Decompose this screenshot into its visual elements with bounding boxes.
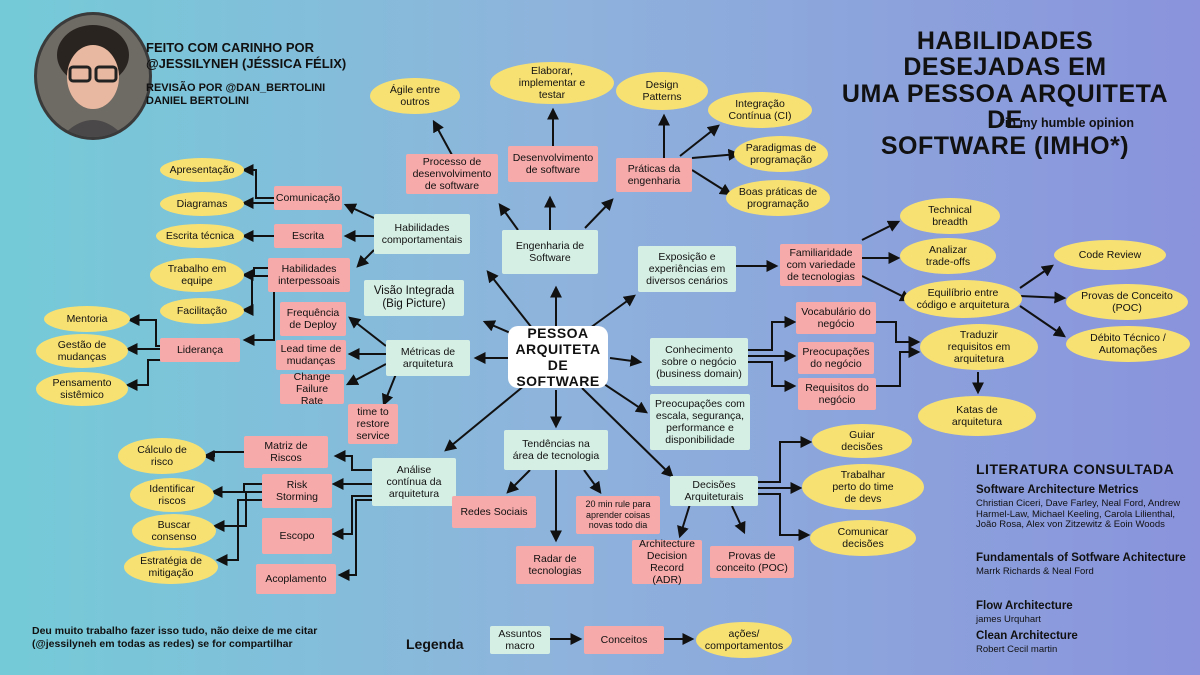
action-integracao-continua: Integração Contínua (CI)	[708, 92, 812, 128]
book-authors: Robert Cecil martin	[976, 643, 1058, 655]
macro-metricas: Métricas de arquitetura	[386, 340, 470, 376]
action-equilibrio: Equilíbrio entre código e arquitetura	[904, 280, 1022, 318]
concept-escrita: Escrita	[274, 224, 342, 248]
concept-poc: Provas de conceito (POC)	[710, 546, 794, 578]
legend-action: ações/ comportamentos	[696, 622, 792, 658]
action-agile: Ágile entre outros	[370, 78, 460, 114]
macro-engenharia-software: Engenharia de Software	[502, 230, 598, 274]
literature-book: Flow Architecture james Urquhart	[976, 600, 1186, 626]
concept-20-min-rule: 20 min rule para aprender coisas novas t…	[576, 496, 660, 534]
legend-macro: Assuntos macro	[490, 626, 550, 654]
book-title: Fundamentals of Sotfware Achitecture	[976, 552, 1186, 564]
share-note: Deu muito trabalho fazer isso tudo, não …	[32, 625, 318, 650]
concept-comunicacao: Comunicação	[274, 186, 342, 210]
concept-change-failure: Change Failure Rate	[280, 371, 344, 407]
concept-escopo: Escopo	[262, 518, 332, 554]
concept-praticas: Práticas da engenharia	[616, 158, 692, 192]
macro-analise: Análise contínua da arquitetura	[372, 458, 456, 506]
action-mentoria: Mentoria	[44, 306, 130, 332]
book-title: Clean Architecture	[976, 630, 1078, 642]
author-avatar	[34, 12, 152, 140]
literature-book: Software Architecture Metrics Christian …	[976, 484, 1186, 531]
page-subtitle: *in my humble opinion	[1000, 116, 1135, 130]
literature-book: Fundamentals of Sotfware Achitecture Mar…	[976, 552, 1186, 578]
concept-vocabulario: Vocabulário do negócio	[796, 302, 876, 334]
concept-time-restore: time to restore service	[348, 404, 398, 444]
book-authors: Marrk Richards & Neal Ford	[976, 565, 1094, 577]
action-guiar-decisoes: Guiar decisões	[812, 424, 912, 458]
concept-matriz-riscos: Matriz de Riscos	[244, 436, 328, 468]
concept-desenvolvimento: Desenvolvimento de software	[508, 146, 598, 182]
action-pensamento-sistemico: Pensamento sistêmico	[36, 372, 128, 406]
concept-acoplamento: Acoplamento	[256, 564, 336, 594]
action-comunicar-decisoes: Comunicar decisões	[810, 520, 916, 556]
action-identificar-riscos: Identificar riscos	[130, 478, 214, 512]
concept-risk-storming: Risk Storming	[262, 474, 332, 508]
action-code-review: Code Review	[1054, 240, 1166, 270]
legend-label: Legenda	[406, 636, 464, 652]
concept-processo: Processo de desenvolvimento de software	[406, 154, 498, 194]
action-calculo-risco: Cálculo de risco	[118, 438, 206, 474]
literature-heading: LITERATURA CONSULTADA	[976, 461, 1175, 477]
action-trabalhar-perto: Trabalhar perto do time de devs	[802, 464, 924, 510]
macro-exposicao: Exposição e experiências em diversos cen…	[638, 246, 736, 292]
macro-decisoes: Decisões Arquiteturais	[670, 476, 758, 506]
action-escrita-tecnica: Escrita técnica	[156, 224, 244, 248]
action-trabalho-equipe: Trabalho em equipe	[150, 258, 244, 292]
action-design-patterns: Design Patterns	[616, 72, 708, 110]
center-node: PESSOA ARQUITETA DE SOFTWARE	[508, 325, 608, 389]
concept-familiaridade: Familiaridade com variedade de tecnologi…	[780, 244, 862, 286]
concept-interpessoais: Habilidades interpessoais	[268, 258, 350, 292]
action-paradigmas: Paradigmas de programação	[734, 136, 828, 172]
concept-preocupacoes-negocio: Preocupações do negócio	[798, 342, 874, 374]
concept-lead-time: Lead time de mudanças	[276, 340, 346, 370]
action-elaborar: Elaborar, implementar e testar	[490, 62, 614, 104]
action-boas-praticas: Boas práticas de programação	[726, 180, 830, 216]
action-estrategia-mitigacao: Estratégia de mitigação	[124, 550, 218, 584]
action-apresentacao: Apresentação	[160, 158, 244, 182]
macro-tendencias: Tendências na área de tecnologia	[504, 430, 608, 470]
action-analizar-tradeoffs: Analizar trade-offs	[900, 238, 996, 274]
literature-book: Clean Architecture Robert Cecil martin	[976, 630, 1186, 656]
action-gestao-mudancas: Gestão de mudanças	[36, 334, 128, 368]
action-traduzir-requisitos: Traduzir requisitos em arquitetura	[920, 324, 1038, 370]
action-diagramas: Diagramas	[160, 192, 244, 216]
action-provas-conceito: Provas de Conceito (POC)	[1066, 284, 1188, 320]
concept-frequencia-deploy: Frequência de Deploy	[280, 302, 346, 336]
legend-concept: Conceitos	[584, 626, 664, 654]
action-debito-tecnico: Débito Técnico / Automações	[1066, 326, 1190, 362]
concept-redes-sociais: Redes Sociais	[452, 496, 536, 528]
action-katas: Katas de arquitetura	[918, 396, 1036, 436]
concept-adr: Architecture Decision Record (ADR)	[632, 538, 702, 586]
concept-requisitos: Requisitos do negócio	[798, 378, 876, 410]
macro-visao-integrada: Visão Integrada (Big Picture)	[364, 280, 464, 316]
action-technical-breadth: Technical breadth	[900, 198, 1000, 234]
action-facilitacao: Facilitação	[160, 298, 244, 324]
macro-habilidades-comportamentais: Habilidades comportamentais	[374, 214, 470, 254]
concept-radar: Radar de tecnologias	[516, 546, 594, 584]
author-credits: FEITO COM CARINHO POR @JESSILYNEH (JÉSSI…	[146, 40, 347, 71]
reviewer-credits: REVISÃO POR @DAN_BERTOLINI DANIEL BERTOL…	[146, 82, 326, 107]
macro-conhecimento: Conhecimento sobre o negócio (business d…	[650, 338, 748, 386]
book-authors: james Urquhart	[976, 613, 1041, 625]
book-title: Flow Architecture	[976, 600, 1073, 612]
concept-lideranca: Liderança	[160, 338, 240, 362]
book-authors: Christian Ciceri, Dave Farley, Neal Ford…	[976, 497, 1181, 531]
action-buscar-consenso: Buscar consenso	[132, 514, 216, 548]
page-title: HABILIDADES DESEJADAS EM UMA PESSOA ARQU…	[841, 27, 1169, 160]
macro-preocupacoes: Preocupações com escala, segurança, perf…	[650, 394, 750, 450]
book-title: Software Architecture Metrics	[976, 484, 1139, 496]
